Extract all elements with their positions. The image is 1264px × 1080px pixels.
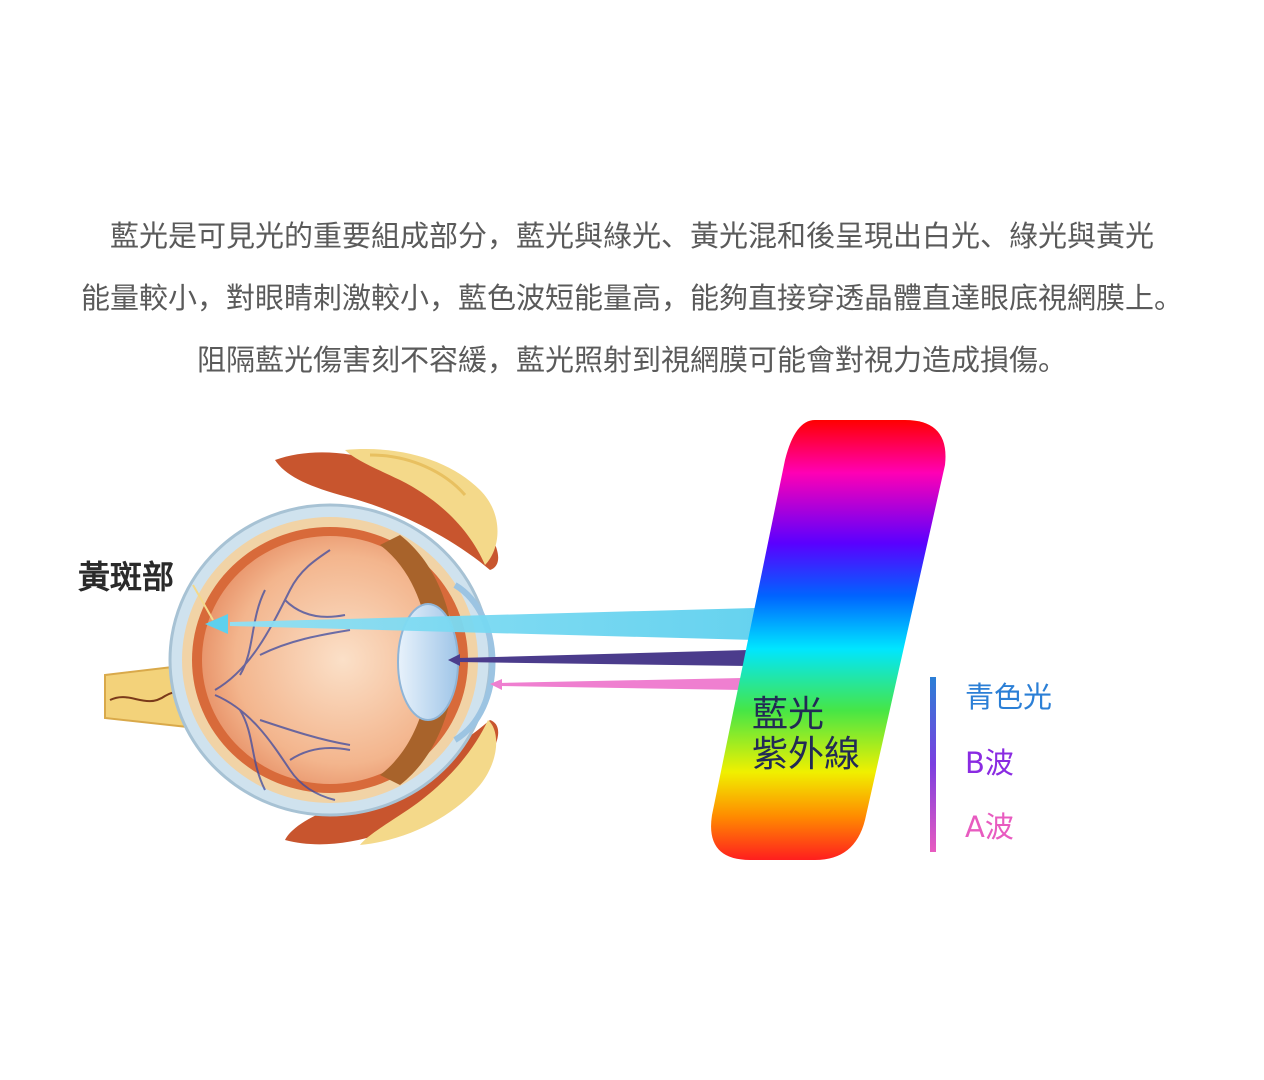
b-wave-ray <box>458 650 748 666</box>
eye-blue-light-diagram: 黃斑部 藍光 紫外線 青色光 B波 A波 <box>78 420 1052 860</box>
cyan-arrow-head <box>205 614 228 634</box>
cornea <box>453 582 496 743</box>
intro-line-3: 阻隔藍光傷害刻不容緩，藍光照射到視網膜可能會對視力造成損傷。 <box>196 343 1067 377</box>
a-wave-arrow-head <box>490 679 502 690</box>
macula-label: 黃斑部 <box>78 558 174 596</box>
legend-cyan-light: 青色光 <box>965 680 1052 714</box>
legend-a-wave: A波 <box>965 810 1014 844</box>
intro-line-1: 藍光是可見光的重要組成部分，藍光與綠光、黃光混和後呈現出白光、綠光與黃光 <box>109 219 1154 253</box>
upper-eyelid-tissue <box>275 449 499 570</box>
band-label-blue-light: 藍光 <box>752 694 824 735</box>
intro-paragraph: 藍光是可見光的重要組成部分，藍光與綠光、黃光混和後呈現出白光、綠光與黃光 能量較… <box>0 205 1264 391</box>
intro-line-2: 能量較小，對眼睛刺激較小，藍色波短能量高，能夠直接穿透晶體直達眼底視網膜上。 <box>80 281 1183 315</box>
retinal-vessels <box>214 549 351 801</box>
band-label-ultraviolet: 紫外線 <box>752 734 860 775</box>
cyan-light-ray <box>230 608 755 640</box>
b-wave-arrow-head <box>448 654 460 666</box>
legend-b-wave: B波 <box>965 746 1014 780</box>
legend-bar <box>930 677 936 852</box>
a-wave-ray <box>498 678 742 690</box>
ciliary-body <box>380 535 455 785</box>
spectrum-band <box>711 420 946 860</box>
macula-pointer-line <box>192 584 214 621</box>
